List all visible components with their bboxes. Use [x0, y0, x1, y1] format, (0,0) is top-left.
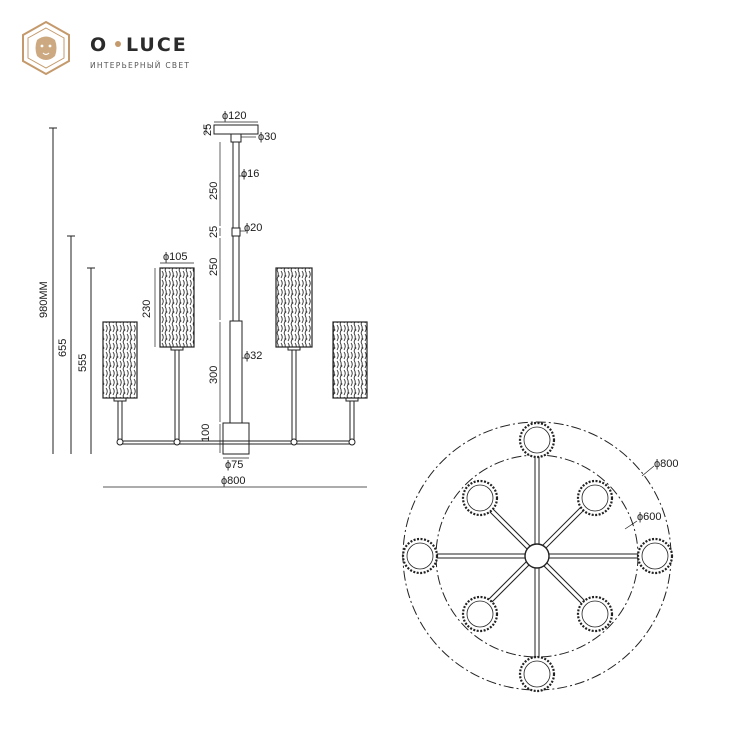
lamp-head — [461, 479, 499, 517]
canopy-stem — [230, 133, 242, 143]
dim-rod-lower-length: 250 — [208, 258, 220, 276]
dim-arm-height-lower: 555 — [77, 354, 89, 372]
dim-outer-circle: ϕ800 — [654, 458, 679, 470]
center-hub — [524, 543, 550, 569]
arm-joint — [173, 438, 181, 446]
lamp-head — [401, 537, 439, 575]
dim-sleeve-diameter: ϕ32 — [244, 350, 262, 362]
brand-logo: O LUCE ИНТЕРЬЕРНЫЙ СВЕТ — [22, 20, 190, 76]
dim-canopy-diameter: ϕ120 — [222, 110, 247, 122]
crystal-shade — [275, 267, 313, 348]
dim-overall-width: ϕ800 — [221, 475, 246, 487]
side-view-labels: 980MM 655 555 25 ϕ120 ϕ30 250 ϕ16 25 ϕ20… — [38, 110, 276, 487]
lamp-head — [636, 537, 674, 575]
dim-rod-upper-length: 250 — [208, 182, 220, 200]
lamp-head — [461, 595, 499, 633]
dim-coupler-diameter: ϕ20 — [244, 222, 262, 234]
arm-joint — [116, 438, 124, 446]
brand-name-left: O — [90, 34, 108, 56]
rod-coupler — [231, 227, 241, 237]
dim-shade-diameter: ϕ105 — [163, 251, 188, 263]
top-view-labels: ϕ800 ϕ600 — [637, 458, 679, 523]
lion-head-icon — [22, 20, 70, 76]
arm-joint — [290, 438, 298, 446]
outer-leader — [641, 465, 655, 477]
crystal-shade — [159, 267, 195, 348]
canopy — [213, 124, 259, 135]
dim-body-height: 100 — [200, 424, 212, 442]
arm-joint — [348, 438, 356, 446]
dim-overall-height: 980MM — [38, 281, 50, 318]
side-view — [49, 121, 368, 488]
lamp-head — [518, 655, 556, 693]
lamp-head — [518, 421, 556, 459]
dim-body-diameter: ϕ75 — [225, 459, 243, 471]
dim-inner-circle: ϕ600 — [637, 511, 662, 523]
dim-shade-height: 230 — [141, 300, 153, 318]
dim-coupler-height: 25 — [208, 226, 220, 238]
crystal-shade — [332, 321, 368, 399]
lamp-head — [576, 479, 614, 517]
lamp-heads — [401, 421, 674, 693]
lamp-head — [576, 595, 614, 633]
top-view — [401, 421, 674, 693]
brand-name-right: LUCE — [126, 34, 188, 56]
dim-sleeve-length: 300 — [208, 366, 220, 384]
dim-canopy-stem: ϕ30 — [258, 131, 276, 143]
rod-sleeve — [229, 320, 243, 424]
central-body — [222, 422, 250, 455]
dim-rod-upper-diameter: ϕ16 — [241, 168, 259, 180]
brand-dot — [115, 41, 121, 47]
inner-leader — [624, 520, 638, 530]
crystal-shade — [102, 321, 138, 399]
dim-canopy-height: 25 — [202, 124, 214, 136]
dim-arm-height-upper: 655 — [57, 339, 69, 357]
brand-tagline: ИНТЕРЬЕРНЫЙ СВЕТ — [90, 61, 190, 70]
